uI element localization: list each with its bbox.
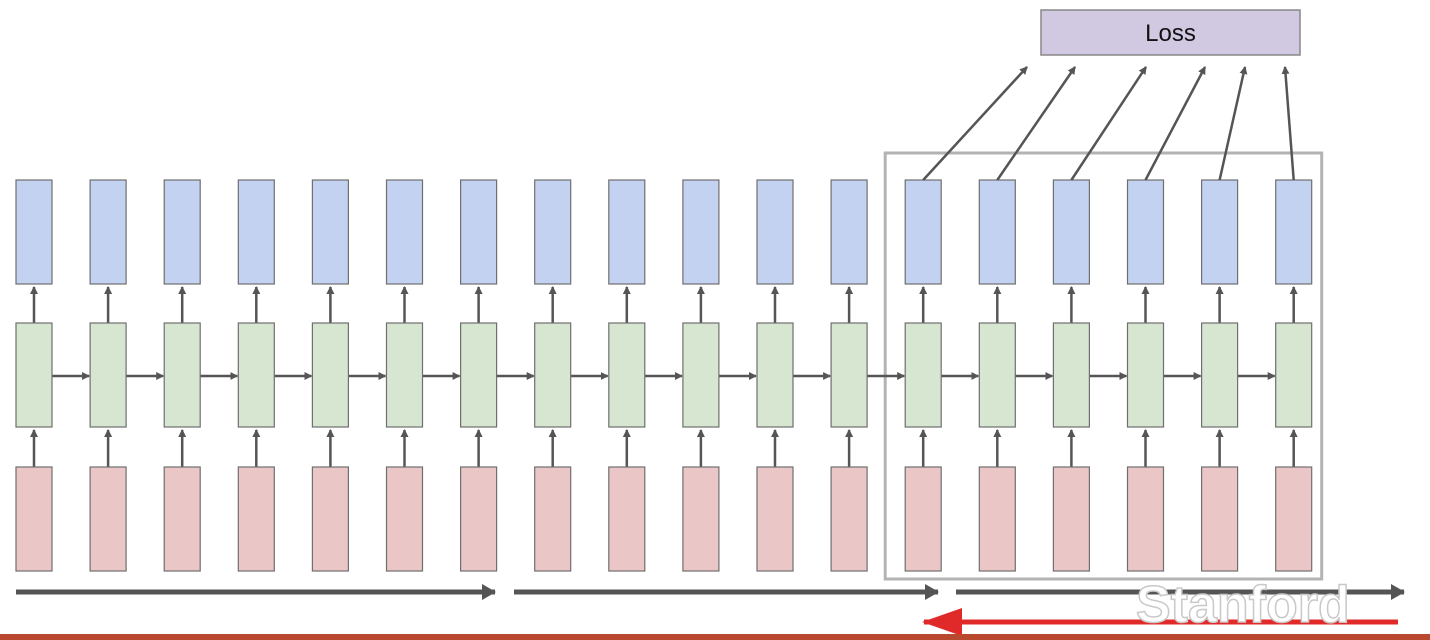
hidden-node-3 <box>237 322 275 428</box>
input-node-15 <box>1126 466 1165 572</box>
output-node-6 <box>460 179 498 285</box>
output-node-4 <box>311 179 349 285</box>
output-to-loss-arrow-16 <box>1218 66 1248 181</box>
output-node-12 <box>904 179 942 285</box>
output-to-loss-arrow-14 <box>1070 66 1148 181</box>
output-node-17 <box>1275 179 1313 285</box>
hidden-node-2 <box>163 322 201 428</box>
hidden-node-5 <box>385 322 424 428</box>
input-node-17 <box>1275 466 1313 572</box>
hidden-node-6 <box>460 322 498 428</box>
output-node-2 <box>163 179 201 285</box>
bottom-rule <box>0 634 1430 640</box>
backward-pass-arrowhead <box>922 608 962 636</box>
output-node-13 <box>978 179 1016 285</box>
output-node-16 <box>1200 179 1239 285</box>
input-node-4 <box>311 466 349 572</box>
output-node-9 <box>682 179 720 285</box>
input-node-9 <box>682 466 720 572</box>
output-node-0 <box>15 179 53 285</box>
output-to-loss-arrow-15 <box>1144 66 1207 181</box>
loss-label: Loss <box>1145 20 1196 47</box>
input-node-2 <box>163 466 201 572</box>
hidden-node-11 <box>830 322 868 428</box>
truncation-window-box <box>883 151 1324 581</box>
input-node-7 <box>534 466 572 572</box>
hidden-node-13 <box>978 322 1016 428</box>
input-node-10 <box>756 466 794 572</box>
output-to-loss-arrow-12 <box>922 66 1028 181</box>
input-node-0 <box>15 466 53 572</box>
input-node-12 <box>904 466 942 572</box>
output-node-15 <box>1126 179 1165 285</box>
loss-box <box>1040 9 1301 56</box>
output-node-11 <box>830 179 868 285</box>
hidden-node-7 <box>534 322 572 428</box>
hidden-node-15 <box>1126 322 1165 428</box>
output-node-8 <box>608 179 646 285</box>
hidden-node-4 <box>311 322 349 428</box>
hidden-node-1 <box>89 322 127 428</box>
hidden-node-14 <box>1052 322 1091 428</box>
output-node-14 <box>1052 179 1091 285</box>
input-node-1 <box>89 466 127 572</box>
input-node-8 <box>608 466 646 572</box>
hidden-node-0 <box>15 322 53 428</box>
hidden-node-9 <box>682 322 720 428</box>
input-node-14 <box>1052 466 1091 572</box>
hidden-node-10 <box>756 322 794 428</box>
input-node-11 <box>830 466 868 572</box>
output-node-3 <box>237 179 275 285</box>
hidden-node-16 <box>1200 322 1239 428</box>
hidden-node-8 <box>608 322 646 428</box>
output-to-loss-arrow-13 <box>996 66 1077 181</box>
hidden-node-12 <box>904 322 942 428</box>
input-node-3 <box>237 466 275 572</box>
input-node-16 <box>1200 466 1239 572</box>
input-node-5 <box>385 466 424 572</box>
output-to-loss-arrow-17 <box>1281 66 1295 181</box>
output-node-7 <box>534 179 572 285</box>
input-node-13 <box>978 466 1016 572</box>
output-node-10 <box>756 179 794 285</box>
stanford-watermark: Stanford <box>1136 576 1350 634</box>
hidden-node-17 <box>1275 322 1313 428</box>
output-node-5 <box>385 179 424 285</box>
loss-node: Loss <box>1040 9 1301 56</box>
output-node-1 <box>89 179 127 285</box>
input-node-6 <box>460 466 498 572</box>
